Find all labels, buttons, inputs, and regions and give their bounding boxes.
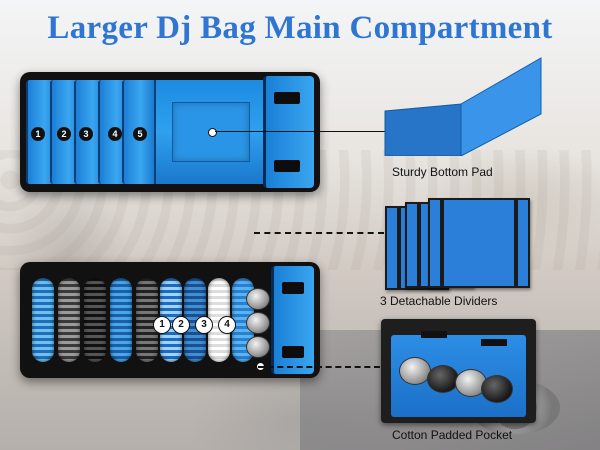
microphone-head — [427, 365, 459, 393]
pocket-connector-line — [258, 366, 380, 368]
velcro-strap — [421, 331, 447, 338]
velcro-strap — [274, 160, 300, 172]
divider-number: 5 — [133, 127, 147, 141]
dividers-caption: 3 Detachable Dividers — [380, 294, 498, 308]
bag-lid — [263, 76, 314, 188]
pocket-caption: Cotton Padded Pocket — [392, 428, 513, 442]
velcro-strap — [282, 346, 304, 358]
pad-connector-line — [215, 131, 385, 132]
velcro-strap — [282, 282, 304, 294]
compartment-number: 2 — [172, 316, 190, 334]
bottom-pad-image — [384, 57, 542, 156]
coiled-cable — [32, 278, 54, 362]
coiled-cable — [110, 278, 132, 362]
pointer-dot — [208, 128, 217, 137]
dj-bag-empty: 1 2 3 4 5 — [20, 72, 320, 192]
coiled-cable — [84, 278, 106, 362]
microphone-head — [246, 288, 270, 310]
compartment-number: 3 — [195, 316, 213, 334]
velcro-strap — [481, 339, 507, 346]
microphone-head — [246, 336, 270, 358]
coiled-cable — [160, 278, 182, 362]
divider-number: 1 — [31, 127, 45, 141]
microphone-head — [246, 312, 270, 334]
bag-lid — [271, 266, 314, 374]
dividers-connector-line — [254, 232, 384, 234]
coiled-cable — [136, 278, 158, 362]
coiled-cable — [58, 278, 80, 362]
divider-number: 3 — [79, 127, 93, 141]
padded-pocket-image — [381, 319, 536, 423]
velcro-strap — [274, 92, 300, 104]
divider-number: 2 — [57, 127, 71, 141]
bottom-pad-caption: Sturdy Bottom Pad — [392, 165, 493, 179]
compartment-number: 4 — [218, 316, 236, 334]
dj-bag-loaded: 1 2 3 4 — [20, 262, 320, 378]
compartment-number: 1 — [153, 316, 171, 334]
microphone-head — [481, 375, 513, 403]
page-title: Larger Dj Bag Main Compartment — [47, 10, 553, 46]
divider-number: 4 — [108, 127, 122, 141]
detachable-divider — [428, 198, 530, 288]
